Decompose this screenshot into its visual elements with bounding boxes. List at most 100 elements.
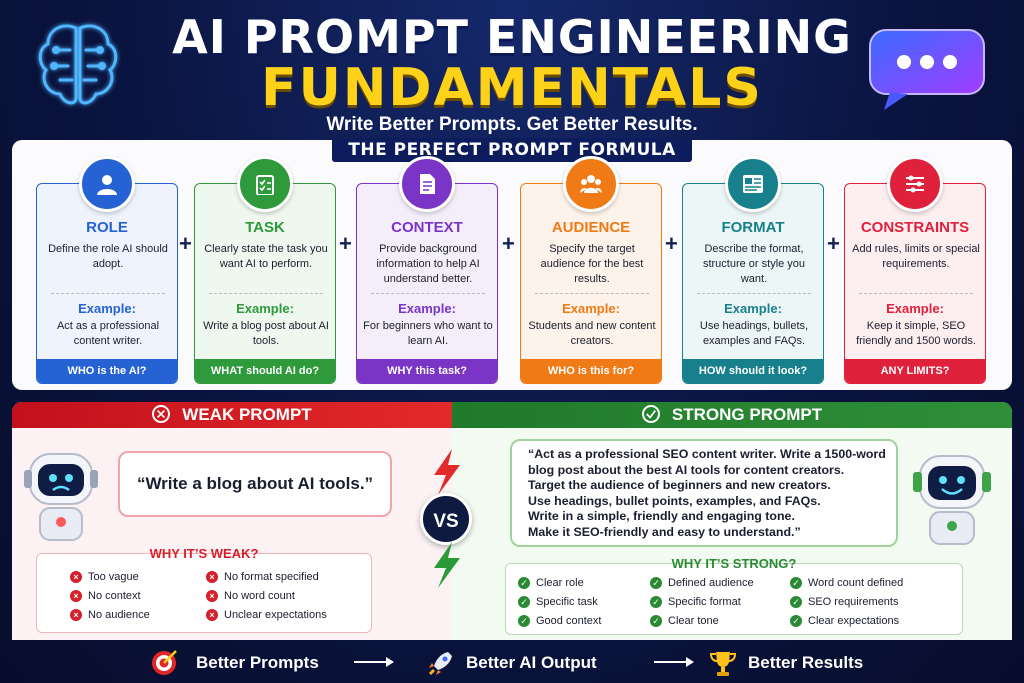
brain-icon — [38, 24, 118, 105]
card-example: Keep it simple, SEO friendly and 1500 wo… — [856, 320, 976, 347]
formula-card-format: FORMAT Describe the format, structure or … — [682, 183, 824, 384]
x-mark-icon: × — [70, 571, 82, 583]
header: AI PROMPT ENGINEERING FUNDAMENTALS Write… — [0, 0, 1024, 140]
document-icon — [399, 156, 455, 212]
card-example: Use headings, bullets, examples and FAQs… — [699, 320, 809, 347]
check-mark-icon: ✓ — [650, 596, 662, 608]
weak-reason: ×Unclear expectations — [206, 609, 327, 621]
happy-robot-icon — [913, 455, 991, 545]
card-example: For beginners who want to learn AI. — [363, 320, 493, 347]
check-mark-icon: ✓ — [790, 577, 802, 589]
weak-reason: ×No context — [70, 590, 141, 602]
plus-symbol: + — [339, 231, 352, 256]
footer-better-results: Better Results — [748, 653, 864, 672]
card-description: Provide background information to help A… — [376, 243, 480, 285]
card-description: Define the role AI should adopt. — [48, 243, 168, 270]
card-example-label: Example: — [236, 301, 294, 316]
strong-reason: ✓Clear expectations — [790, 615, 899, 627]
check-mark-icon: ✓ — [790, 615, 802, 627]
card-title: FORMAT — [721, 219, 785, 236]
formula-card-context: CONTEXT Provide background information to… — [356, 183, 498, 384]
card-footer: HOW should it look? — [683, 359, 823, 383]
vs-badge: VS — [420, 493, 472, 545]
formula-card-task: TASK Clearly state the task you want AI t… — [194, 183, 336, 384]
card-divider — [697, 293, 811, 294]
lightning-red-icon — [434, 449, 460, 495]
check-mark-icon: ✓ — [518, 615, 530, 627]
check-circle-icon — [641, 405, 660, 423]
weak-reason: ×No word count — [206, 590, 295, 602]
card-example-label: Example: — [398, 301, 456, 316]
card-example-label: Example: — [78, 301, 136, 316]
strong-prompt-line: blog post about the best AI tools for co… — [528, 462, 845, 477]
chat-bubble-icon — [869, 29, 985, 110]
card-title: CONTEXT — [391, 219, 463, 236]
card-example-label: Example: — [886, 301, 944, 316]
strong-prompt-line: Make it SEO-friendly and easy to underst… — [528, 524, 801, 539]
group-icon — [563, 156, 619, 212]
clipboard-icon — [237, 156, 293, 212]
check-mark-icon: ✓ — [518, 577, 530, 589]
card-example-label: Example: — [724, 301, 782, 316]
card-divider — [859, 293, 973, 294]
x-mark-icon: × — [206, 571, 218, 583]
x-mark-icon: × — [70, 609, 82, 621]
card-divider — [51, 293, 165, 294]
x-circle-icon — [152, 405, 171, 423]
strong-reason: ✓Defined audience — [650, 577, 754, 589]
card-description: Add rules, limits or special requirement… — [852, 243, 980, 270]
weak-prompt-header: WEAK PROMPT — [12, 402, 452, 428]
strong-reason: ✓Word count defined — [790, 577, 903, 589]
check-mark-icon: ✓ — [790, 596, 802, 608]
why-weak-box: WHY IT’S WEAK? — [36, 546, 372, 633]
layout-icon — [725, 156, 781, 212]
strong-reason: ✓Specific format — [650, 596, 741, 608]
why-strong-title: WHY IT’S STRONG? — [671, 556, 797, 571]
x-mark-icon: × — [206, 590, 218, 602]
strong-reason: ✓Good context — [518, 615, 601, 627]
card-example: Act as a professional content writer. — [56, 320, 160, 347]
formula-card-role: ROLE Define the role AI should adopt. Exam… — [36, 183, 178, 384]
why-strong-box: WHY IT’S STRONG? — [505, 556, 963, 635]
card-description: Describe the format, structure or style … — [702, 243, 806, 285]
card-footer: WHY this task? — [357, 359, 497, 383]
card-example-label: Example: — [562, 301, 620, 316]
target-icon — [152, 650, 177, 675]
weak-prompt-bubble: “Write a blog about AI tools.” — [118, 451, 392, 517]
weak-reason: ×No format specified — [206, 571, 319, 583]
strong-prompt-bubble: “Act as a professional SEO content write… — [510, 439, 898, 547]
footer-better-ai-output: Better AI Output — [466, 653, 597, 672]
lightning-green-icon — [434, 542, 460, 588]
check-mark-icon: ✓ — [518, 596, 530, 608]
strong-reason: ✓Specific task — [518, 596, 598, 608]
x-mark-icon: × — [206, 609, 218, 621]
trophy-icon — [709, 652, 737, 676]
why-weak-title: WHY IT’S WEAK? — [149, 546, 259, 561]
plus-symbol: + — [179, 231, 192, 256]
arrow-right-icon — [654, 657, 694, 667]
strong-prompt-line: Use headings, bullet points, examples, a… — [528, 493, 821, 508]
card-footer: ANY LIMITS? — [845, 359, 985, 383]
card-footer: WHAT should AI do? — [195, 359, 335, 383]
card-footer: WHO is this for? — [521, 359, 661, 383]
footer-better-prompts: Better Prompts — [196, 653, 319, 672]
card-title: AUDIENCE — [551, 219, 631, 236]
card-description: Clearly state the task you want AI to pe… — [204, 243, 328, 270]
card-title: ROLE — [86, 219, 128, 236]
strong-prompt-line: Write in a simple, friendly and engaging… — [528, 509, 795, 523]
rocket-icon — [428, 652, 452, 676]
card-divider — [209, 293, 323, 294]
strong-prompt-header: STRONG PROMPT — [452, 402, 1012, 428]
weak-reason: ×Too vague — [70, 571, 139, 583]
formula-banner: THE PERFECT PROMPT FORMULA — [332, 138, 692, 162]
user-icon — [79, 156, 135, 212]
card-title: TASK — [245, 219, 285, 236]
check-mark-icon: ✓ — [650, 615, 662, 627]
subtitle: Write Better Prompts. Get Better Results… — [326, 114, 698, 135]
strong-reason: ✓Clear role — [518, 577, 584, 589]
x-mark-icon: × — [70, 590, 82, 602]
sad-robot-icon — [24, 453, 98, 541]
strong-prompt-line: Target the audience of beginners and new… — [528, 478, 831, 492]
